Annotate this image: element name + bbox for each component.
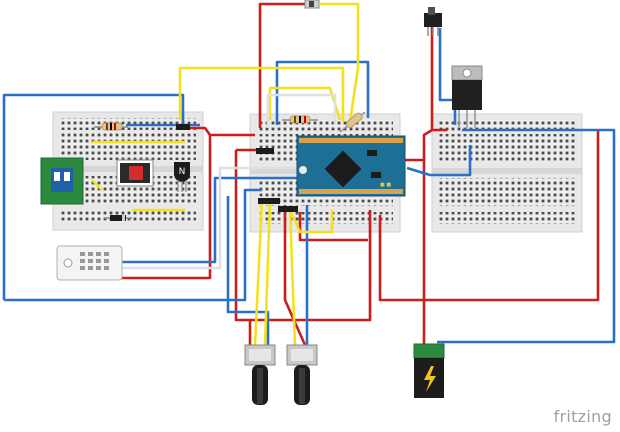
slide-switch-top [304,0,320,9]
wire-blue [4,188,262,302]
slide-switch [424,7,442,36]
wire-yellow [288,209,297,346]
dht22-sensor [56,245,123,281]
relay [116,159,154,187]
wire-yellow [288,209,334,234]
dip-switch [40,157,84,205]
wire-white [266,93,337,128]
potentiometer-left [244,344,276,405]
svg-text:N: N [179,167,186,177]
voltage-regulator [451,65,483,128]
resistor [339,111,366,133]
wire-blue [438,28,457,125]
wire-blue [2,93,185,300]
wire-white [120,166,300,270]
resistor [94,122,128,131]
wire-blue [406,145,472,177]
wire-blue [275,60,370,125]
wire-yellow [178,66,345,122]
wire-red [258,2,305,128]
wire-blue [120,176,300,264]
wire-red [298,212,368,242]
wire-red [234,150,372,322]
npn-transistor: N [174,162,190,192]
potentiometer-right [286,344,318,405]
wire-yellow [253,199,264,346]
svg-text:■ ■: ■ ■ [380,182,391,188]
wire-red [378,130,600,302]
pin-header [176,124,298,212]
arduino-pro-mini: ■ ■ [296,135,406,197]
wire-yellow [91,179,103,191]
wire-red [283,205,307,346]
wire-yellow [263,199,272,346]
wire-red [186,126,255,137]
wire-blue [437,128,616,344]
wire-blue [226,196,270,345]
right-breadboard [431,113,583,233]
resistor [282,115,318,124]
diode [104,215,132,221]
fritzing-logo: fritzing [553,407,612,426]
dc-power-jack [413,343,445,398]
wire-yellow [320,2,360,123]
wire-red [422,128,433,345]
